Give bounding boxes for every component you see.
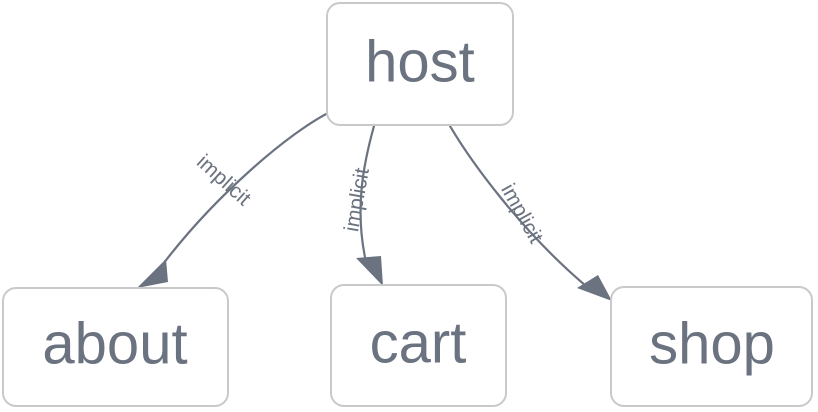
edge-host-about-path — [158, 110, 332, 270]
node-about-box — [2, 287, 229, 407]
node-about[interactable]: about — [2, 287, 229, 407]
node-cart-box — [330, 284, 507, 407]
edge-host-cart-path — [359, 124, 376, 264]
node-shop-label: shop — [649, 311, 775, 376]
edge-host-cart[interactable]: implicit — [340, 124, 383, 286]
node-shop-box — [610, 286, 813, 407]
edge-host-cart-arrowhead — [356, 256, 383, 286]
edge-label-host-cart: implicit — [340, 166, 374, 233]
edge-label-host-about: implicit — [192, 150, 255, 210]
node-about-label: about — [42, 311, 187, 376]
node-cart[interactable]: cart — [330, 284, 507, 407]
node-shop[interactable]: shop — [610, 286, 813, 407]
node-host[interactable]: host — [326, 2, 514, 126]
edge-label-host-shop: implicit — [496, 180, 547, 247]
edge-host-shop[interactable]: implicit — [448, 124, 612, 301]
edge-host-about-arrowhead — [137, 259, 168, 288]
edge-host-shop-arrowhead — [577, 275, 612, 301]
edge-host-about[interactable]: implicit — [137, 110, 332, 288]
node-host-box — [326, 2, 514, 126]
edge-host-shop-path — [448, 124, 588, 288]
node-cart-label: cart — [370, 310, 467, 375]
node-host-label: host — [365, 29, 475, 94]
